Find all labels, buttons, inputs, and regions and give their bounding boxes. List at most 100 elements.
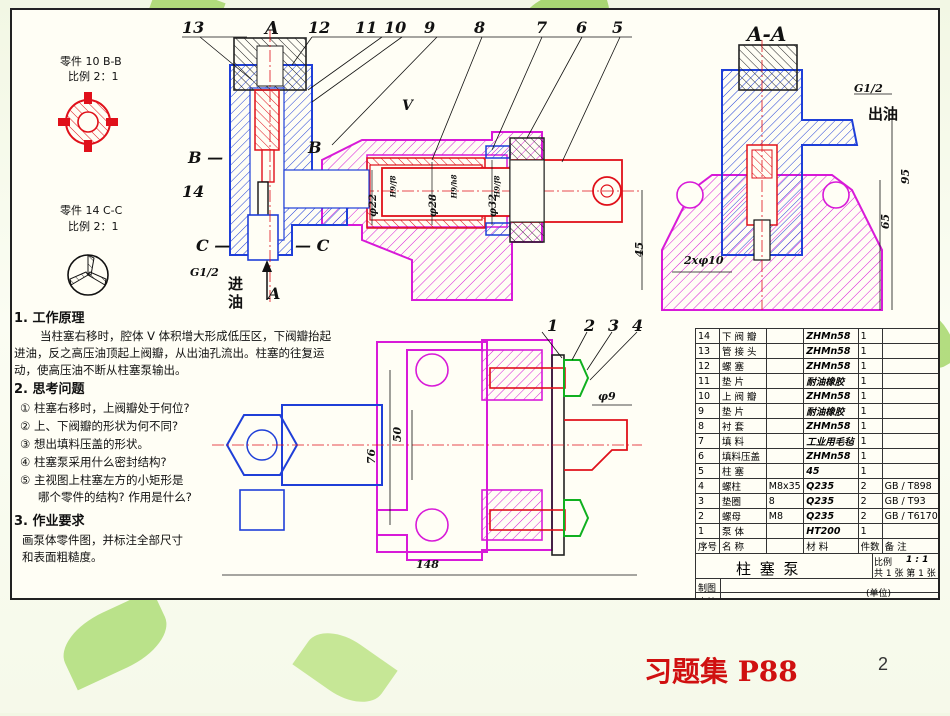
bom-cell xyxy=(765,358,805,374)
title-block: 柱 塞 泵 比例 1 : 1 共 1 张 第 1 张 制图 审核 (单位) xyxy=(695,554,938,599)
dim-50: 50 xyxy=(391,426,405,443)
bom-cell xyxy=(881,388,938,404)
dim-76: 76 xyxy=(365,448,379,465)
bom-cell xyxy=(765,403,805,419)
dim-95: 95 xyxy=(899,168,913,185)
bom-cell: 柱 塞 xyxy=(719,463,767,479)
detail-cc-scale: 比例 2：1 xyxy=(68,220,119,233)
bom-cell: 2 xyxy=(857,508,883,524)
upper-valve xyxy=(254,89,280,151)
scale-label: 比例 xyxy=(874,558,893,568)
part-label-11: 11 xyxy=(355,18,378,37)
bom-cell xyxy=(765,343,805,359)
bom-cell: 1 xyxy=(857,328,883,344)
bom-cell: 材 料 xyxy=(803,538,859,554)
inlet-label-you: 油 xyxy=(228,293,244,311)
bom-cell: M8 xyxy=(765,508,805,524)
bom-cell: 1 xyxy=(857,433,883,449)
bom-cell: 耐油橡胶 xyxy=(803,403,859,419)
bom-cell: 3 xyxy=(694,493,721,509)
bom-cell: ZHMn58 xyxy=(803,358,859,374)
bom-cell: 2 xyxy=(694,508,721,524)
top-view xyxy=(212,331,642,576)
part-label-3: 3 xyxy=(608,316,620,335)
bom-cell: 10 xyxy=(694,388,721,404)
plunger xyxy=(381,167,513,217)
drawn-by-label: 制图 xyxy=(698,584,717,594)
question-3: ③ 想出填料压盖的形状。 xyxy=(20,437,149,451)
thread-label-outlet: G1/2 xyxy=(854,82,883,95)
bom-cell: 14 xyxy=(694,328,721,344)
bom-cell xyxy=(765,463,805,479)
checked-by-label: 审核 xyxy=(698,595,716,598)
bom-cell: 衬 套 xyxy=(719,418,767,434)
requirement-1: 画泵体零件图，并标注全部尺寸 xyxy=(22,533,183,547)
bom-cell: Q235 xyxy=(803,508,859,524)
bom-cell: 8 xyxy=(694,418,721,434)
fit-h9f8-a: H9/f8 xyxy=(388,175,398,198)
question-1: ① 柱塞右移时，上阀瓣处于何位? xyxy=(20,401,190,415)
bom-cell: 1 xyxy=(857,388,883,404)
bom-cell: 1 xyxy=(857,418,883,434)
bom-cell: 7 xyxy=(694,433,721,449)
detail-bb-title: 零件 10 B-B xyxy=(60,55,122,68)
question-5b: 哪个零件的结构? 作用是什么? xyxy=(38,490,192,504)
bom-cell: 6 xyxy=(694,448,721,464)
detail-cc-title: 零件 14 C-C xyxy=(60,204,123,217)
bom-header-row: 序号名 称材 料件数备 注 xyxy=(694,538,938,554)
product-title: 柱 塞 泵 xyxy=(736,560,801,578)
bom-cell xyxy=(881,523,938,539)
bom-cell: 填 料 xyxy=(719,433,767,449)
part-label-1: 1 xyxy=(547,316,559,335)
working-principle-text: 当柱塞右移时，腔体 V 体积增大形成低压区，下阀瓣抬起进油，反之高压油顶起上阀瓣… xyxy=(14,329,332,377)
bom-cell: ZHMn58 xyxy=(803,448,859,464)
sheet-count: 共 1 张 第 1 张 xyxy=(874,569,936,579)
thread-label-inlet: G1/2 xyxy=(190,266,219,279)
section-mark-c-right: — C xyxy=(295,236,330,255)
bom-cell: 1 xyxy=(857,403,883,419)
bom-cell: 备 注 xyxy=(881,538,938,554)
cavity-label-v: V xyxy=(402,98,413,114)
bom-cell xyxy=(881,448,938,464)
bom-cell: 工业用毛毡 xyxy=(803,433,859,449)
bom-cell: 件数 xyxy=(857,538,883,554)
bom-cell: 序号 xyxy=(694,538,721,554)
dim-148: 148 xyxy=(416,558,439,571)
leaf-decoration xyxy=(52,589,178,691)
bom-cell: 1 xyxy=(857,448,883,464)
bom-cell: 垫 片 xyxy=(719,403,767,419)
part-label-13: 13 xyxy=(182,18,205,37)
bom-cell: 9 xyxy=(694,403,721,419)
question-5a: ⑤ 主视图上柱塞左方的小矩形是 xyxy=(20,473,184,487)
bom-cell: 垫圈 xyxy=(719,493,767,509)
dim-45: 45 xyxy=(633,241,647,258)
part-label-10: 10 xyxy=(384,18,407,37)
bom-cell: 2 xyxy=(857,478,883,494)
fit-h9f8-b: H9/f8 xyxy=(492,175,502,198)
bom-cell: ZHMn58 xyxy=(803,328,859,344)
bom-cell xyxy=(765,373,805,389)
section-label-a: A xyxy=(265,18,279,39)
bom-cell: 13 xyxy=(694,343,721,359)
heading-questions: 2. 思考问题 xyxy=(14,382,85,397)
unit-label: (单位) xyxy=(866,589,892,599)
part-label-14: 14 xyxy=(182,182,205,201)
page-title: 习题集 P88 xyxy=(644,655,798,688)
bom-cell: 泵 体 xyxy=(719,523,767,539)
bom-cell xyxy=(881,463,938,479)
bom-cell: 螺母 xyxy=(719,508,767,524)
bom-cell: 45 xyxy=(803,463,859,479)
bom-cell: 1 xyxy=(694,523,721,539)
side-view-aa xyxy=(661,40,893,311)
bom-cell: 1 xyxy=(857,373,883,389)
bom-cell: 垫 片 xyxy=(719,373,767,389)
bom-cell: 螺 塞 xyxy=(719,358,767,374)
